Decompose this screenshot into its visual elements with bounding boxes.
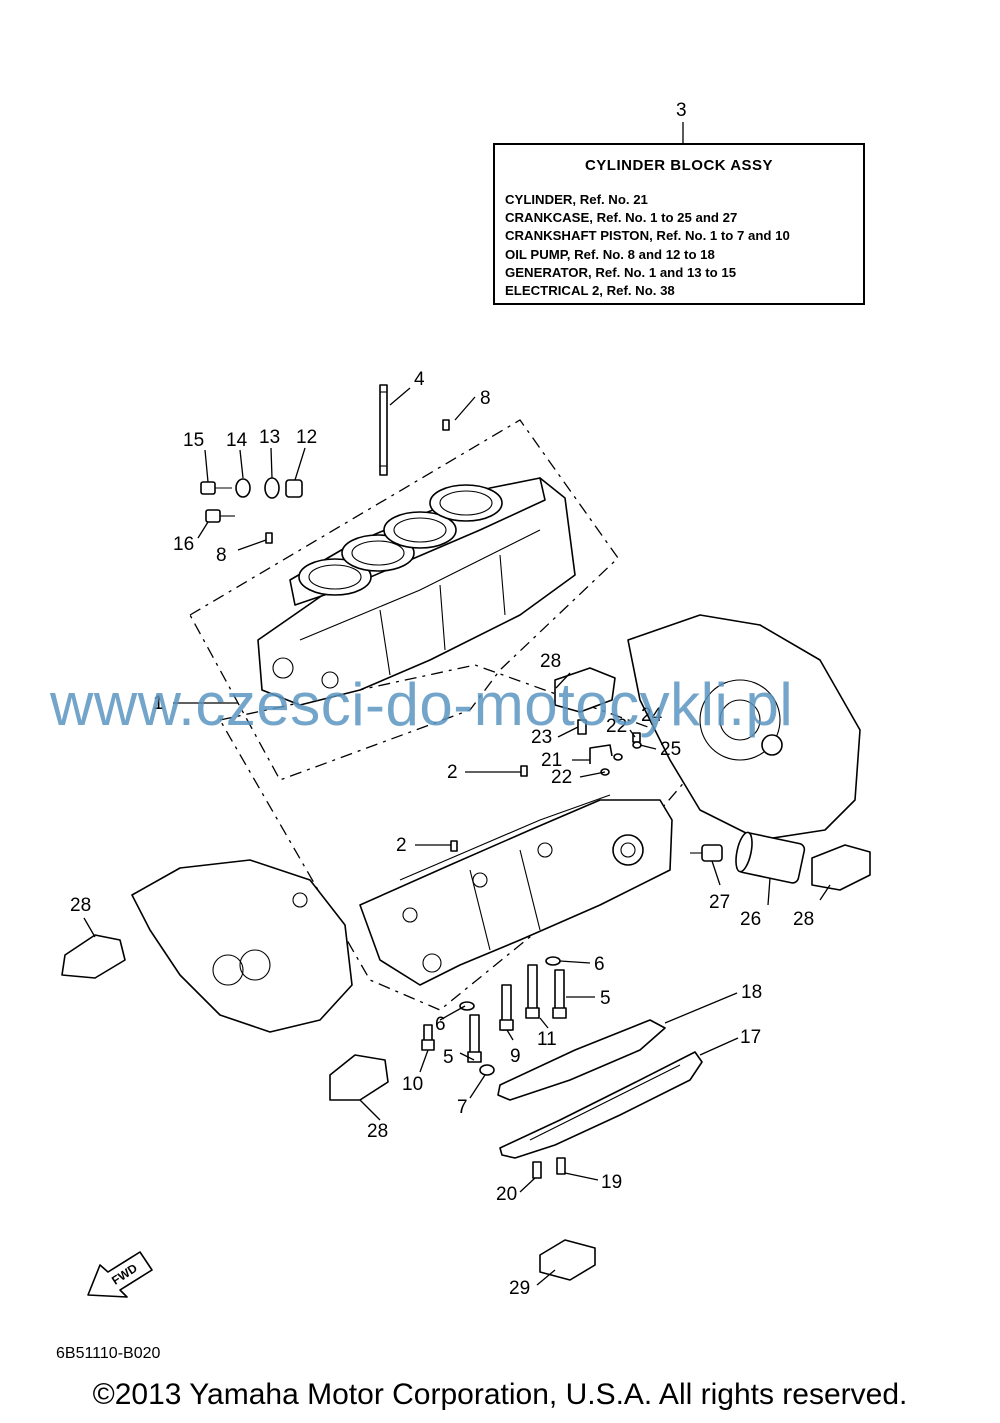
legend-ref-number: 3 [676,100,687,121]
callout-5: 5 [600,988,611,1009]
crankcase-lower [359,794,673,986]
engine-mount [61,667,871,1101]
callout-25: 25 [660,739,681,760]
callout-2: 2 [447,762,458,783]
plug-fittings [200,477,303,523]
legend-line: GENERATOR, Ref. No. 1 and 13 to 15 [505,264,737,280]
oil-pan-gasket [497,1019,666,1101]
dowel-pin [442,419,450,431]
oil-pan-ribs [529,1064,681,1141]
side-case-left [131,859,353,1033]
dowel-pin [265,532,273,544]
callout-8: 8 [480,388,491,409]
callout-17: 17 [740,1027,761,1048]
legend-line: CYLINDER, Ref. No. 21 [505,192,648,207]
cylinder-block [257,477,576,706]
callout-15: 15 [183,430,204,451]
callout-4: 4 [414,369,425,390]
dowel-pin [450,840,458,852]
callout-12: 12 [296,427,317,448]
side-case-right [627,614,861,841]
callout-11: 11 [537,1029,557,1050]
cylinder-block-outline [189,419,619,781]
watermark: www.czesci-do-motocykli.pl [50,671,794,738]
callout-7: 7 [457,1097,468,1118]
callout-8: 8 [216,545,227,566]
callout-2: 2 [396,835,407,856]
legend-line: CRANKSHAFT PISTON, Ref. No. 1 to 7 and 1… [505,228,790,244]
leader-lines [83,387,831,1286]
legend-line: CRANKCASE, Ref. No. 1 to 25 and 27 [505,210,738,226]
callout-1: 1 [153,693,164,714]
callout-23: 23 [531,727,552,748]
callout-28: 28 [70,895,91,916]
oil-filter [735,831,806,884]
diagram-code: 6B51110-B020 [56,1345,161,1362]
callout-28: 28 [540,651,561,672]
oil-fitting [690,844,723,862]
callout-24: 24 [641,705,663,726]
fwd-arrow-icon [87,1251,153,1298]
oil-pan-bolts [532,1157,566,1179]
callout-18: 18 [741,982,762,1003]
callout-28: 28 [367,1121,388,1142]
callout-numbers: 4 8 15 14 13 12 16 8 1 28 22 24 23 25 21… [70,369,814,1299]
callout-10: 10 [402,1074,423,1095]
legend-line: OIL PUMP, Ref. No. 8 and 12 to 18 [505,246,715,262]
callout-9: 9 [510,1046,521,1067]
callout-21: 21 [541,750,562,771]
callout-28: 28 [793,909,814,930]
assembly-legend: CYLINDER BLOCK ASSY CYLINDER, Ref. No. 2… [493,143,865,305]
oil-pipe [577,719,642,776]
callout-29: 29 [509,1278,530,1299]
callout-22: 22 [606,716,627,737]
crankcase-bolts [421,956,567,1076]
callout-13: 13 [259,427,280,448]
callout-19: 19 [601,1172,622,1193]
callout-22: 22 [551,767,572,788]
callout-27: 27 [709,892,730,913]
dowel-pin [520,765,528,777]
stud-bolt [379,384,388,476]
callout-6: 6 [435,1014,446,1035]
callout-26: 26 [740,909,761,930]
legend-list: CYLINDER, Ref. No. 21 CRANKCASE, Ref. No… [505,191,790,300]
callout-5: 5 [443,1047,454,1068]
callout-20: 20 [496,1184,517,1205]
copyright-notice: ©2013 Yamaha Motor Corporation, U.S.A. A… [92,1378,908,1411]
callout-14: 14 [226,430,248,451]
legend-title: CYLINDER BLOCK ASSY [584,157,774,174]
callout-16: 16 [173,534,194,555]
rubber-damper [539,1239,596,1281]
legend-line: ELECTRICAL 2, Ref. No. 38 [505,283,675,299]
callout-6: 6 [594,954,605,975]
